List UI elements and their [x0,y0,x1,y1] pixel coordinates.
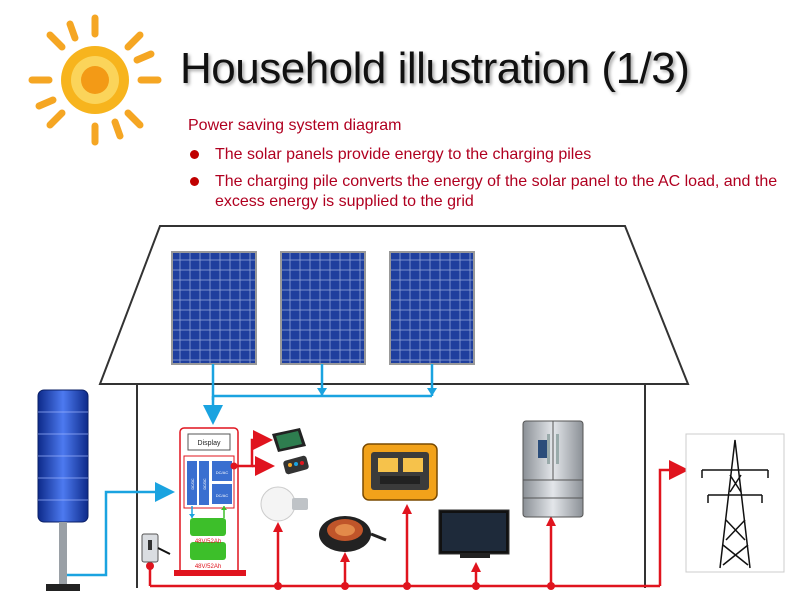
bullet-text: The solar panels provide energy to the c… [215,146,592,163]
refrigerator-icon [522,420,584,518]
remote-icon [283,455,309,475]
battery-label: 48V/52Ah [195,564,221,570]
induction-cooker-icon [319,516,387,552]
module-label: DC/AC [216,493,229,498]
wind-turbine-icon [37,389,89,591]
generator-icon [362,443,438,501]
subtitle: Power saving system diagram [188,117,402,134]
bullet-dot-icon [190,150,199,159]
module-label: DC/DC [191,478,195,490]
page-title: Household illustration (1/3) [180,44,690,93]
module-label: DC/DC [203,478,207,490]
dc-arrowheads [317,388,437,396]
charging-pile [174,427,246,576]
power-tower-icon [685,433,785,573]
solar-panel-icon [171,251,257,365]
ac-arrowheads [146,462,556,590]
solar-panel-icon [280,251,366,365]
battery-label: 48V/52Ah [195,539,221,545]
sun-icon [28,14,162,146]
module-label: DC/AC [216,470,229,475]
solar-panel-icon [389,251,475,365]
charging-pile-arrows [189,506,227,518]
display-label: Display [198,440,221,447]
tablet-icon [272,428,306,452]
bullet-text: The charging pile converts the energy of… [215,173,778,210]
television-icon [438,509,510,558]
bullet-dot-icon [190,177,199,186]
light-bulb-icon [260,486,308,522]
wall-socket-icon [141,533,171,563]
